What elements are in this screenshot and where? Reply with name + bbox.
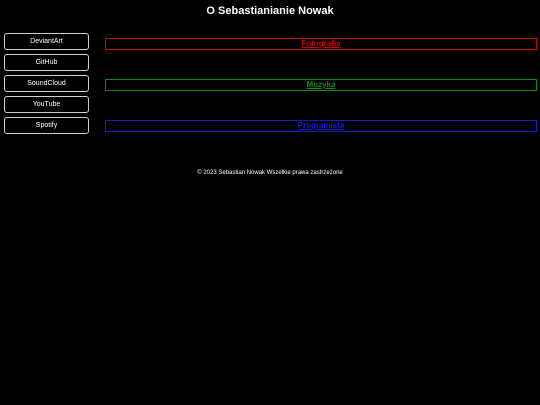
section-programista: Programista — [105, 120, 537, 132]
section-muzyka: Muzyka — [105, 79, 537, 91]
page-title: O Sebastianianie Nowak — [206, 5, 334, 17]
sidebar-item-youtube[interactable]: YouTube — [4, 96, 89, 113]
section-link-fotografia[interactable]: Fotografia — [301, 39, 341, 48]
sidebar-item-soundcloud[interactable]: SoundCloud — [4, 75, 89, 92]
sidebar-item-github[interactable]: GitHub — [4, 54, 89, 71]
sidebar-item-deviantart[interactable]: DeviantArt — [4, 33, 89, 50]
sidebar: DeviantArt GitHub SoundCloud YouTube Spo… — [4, 33, 89, 138]
footer-copyright: © 2023 Sebastian Nowak Wszelkie prawa za… — [197, 170, 343, 176]
sections: Fotografia Muzyka Programista — [105, 38, 537, 161]
section-fotografia: Fotografia — [105, 38, 537, 50]
section-link-programista[interactable]: Programista — [297, 121, 345, 130]
sidebar-item-spotify[interactable]: Spotify — [4, 117, 89, 134]
section-link-muzyka[interactable]: Muzyka — [306, 80, 336, 89]
